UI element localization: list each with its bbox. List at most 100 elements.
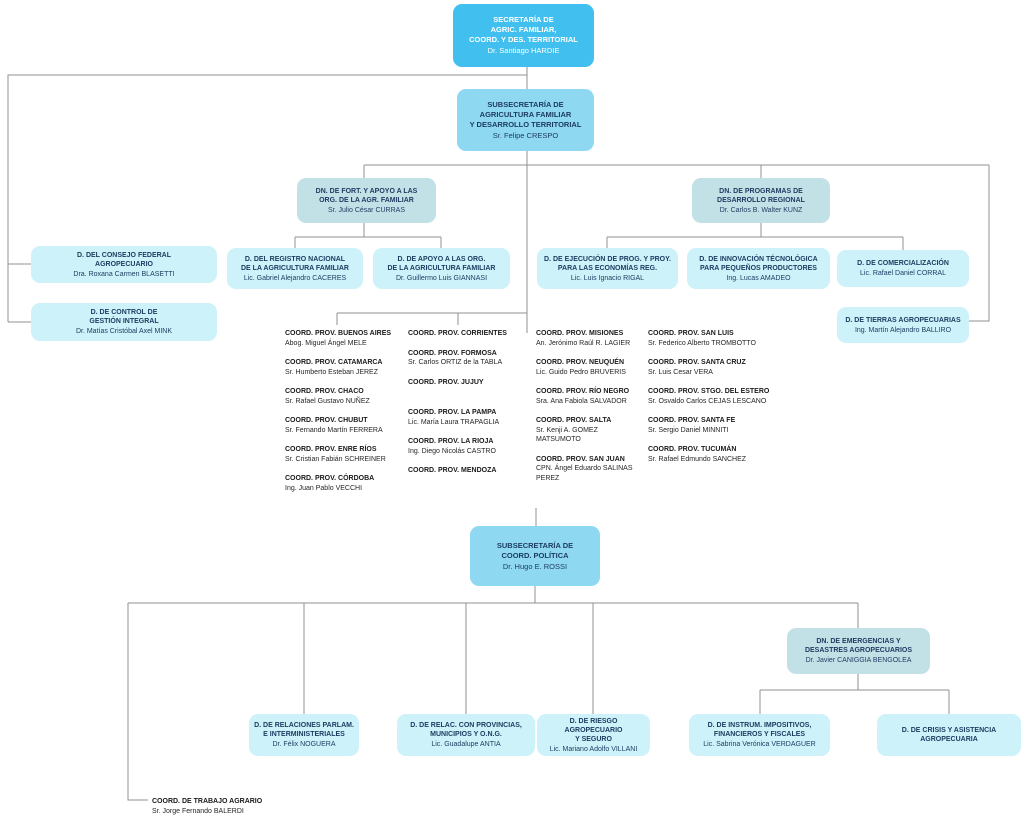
node-d-ejecucion-programas: D. DE EJECUCIÓN DE PROG. Y PROY. PARA LA… [537,248,678,289]
coordinator-title: COORD. PROV. SALTA [536,417,612,424]
node-d-tierras-agropecuarias: D. DE TIERRAS AGROPECUARIAS Ing. Martín … [837,307,969,343]
node-title: D. DEL CONSEJO FEDERAL AGROPECUARIO [77,251,171,268]
coordinator-title: COORD. DE TRABAJO AGRARIO [152,798,263,805]
node-title: D. DE TIERRAS AGROPECUARIAS [845,316,961,324]
node-person: Dr. Hugo E. ROSSI [502,561,568,571]
coordinator-entry: COORD. PROV. MISIONES An. Jerónimo Raúl … [536,329,658,348]
node-person: Sr. Felipe CRESPO [492,130,559,140]
node-d-comercializacion: D. DE COMERCIALIZACIÓN Lic. Rafael Danie… [837,250,969,287]
coordinator-name: Sr. Cristian Fabián SCHREINER [285,455,386,463]
node-dn-emergencias: DN. DE EMERGENCIAS Y DESASTRES AGROPECUA… [787,628,930,674]
node-person: Lic. Gabriel Alejandro CACERES [243,274,347,282]
coordinator-name: Sr. Rafael Gustavo NUÑEZ [285,397,370,405]
node-d-relaciones-parlamentarias: D. DE RELACIONES PARLAM. E INTERMINISTER… [249,714,359,756]
coordinator-name: Abog. Miguel Ángel MELE [285,339,367,347]
node-title: D. DE CONTROL DE GESTIÓN INTEGRAL [89,309,159,325]
node-title: D. DE EJECUCIÓN DE PROG. Y PROY. PARA LA… [544,255,671,272]
coordinator-name: Ing. Diego Nicolás CASTRO [408,447,496,455]
coordinator-title: COORD. PROV. STGO. DEL ESTERO [648,388,770,395]
coordinator-name: Sr. Osvaldo Carlos CEJAS LESCANO [648,397,767,405]
coordinator-name: CPN. Ángel Eduardo SALINAS PEREZ [536,465,633,482]
coord-column-1: COORD. PROV. BUENOS AIRES Abog. Miguel Á… [285,329,403,503]
coordinator-entry: COORD. PROV. CATAMARCA Sr. Humberto Este… [285,358,403,377]
coordinator-entry: COORD. PROV. CORRIENTES [408,329,526,339]
coordinator-entry: COORD. PROV. SANTA CRUZ Sr. Luis Cesar V… [648,358,780,377]
coordinator-entry: COORD. PROV. SALTA Sr. Kenji A. GOMEZ MA… [536,416,658,445]
node-dn-fortalecimiento: DN. DE FORT. Y APOYO A LAS ORG. DE LA AG… [297,178,436,223]
node-dn-programas-regional: DN. DE PROGRAMAS DE DESARROLLO REGIONAL … [692,178,830,223]
coordinator-title: COORD. PROV. FORMOSA [408,349,497,357]
coordinator-title: COORD. PROV. SAN LUIS [648,330,734,337]
coordinator-name: Sr. Sergio Daniel MINNITI [648,426,729,434]
node-d-relaciones-provincias: D. DE RELAC. CON PROVINCIAS, MUNICIPIOS … [397,714,535,756]
coordinator-entry: COORD. PROV. RÍO NEGRO Sra. Ana Fabiola … [536,387,658,406]
coordinator-name: Sr. Federico Alberto TROMBOTTO [648,339,756,347]
node-d-innovacion-tecnologica: D. DE INNOVACIÓN TÉCNOLÓGICA PARA PEQUEÑ… [687,248,830,289]
coordinator-name: Lic. Guido Pedro BRUVERIS [536,368,626,376]
coordinator-entry: COORD. PROV. CHUBUT Sr. Fernando Martín … [285,416,403,435]
coordinator-entry: COORD. PROV. CÓRDOBA Ing. Juan Pablo VEC… [285,474,403,493]
coordinator-title: COORD. PROV. SANTA FE [648,417,736,424]
coordinator-name: Ing. Juan Pablo VECCHI [285,484,363,492]
node-title: DN. DE PROGRAMAS DE DESARROLLO REGIONAL [717,187,805,204]
node-title: D. DE INSTRUM. IMPOSITIVOS, FINANCIEROS … [707,722,812,738]
coordinator-title: COORD. PROV. TUCUMÁN [648,446,737,453]
coordinator-title: COORD. PROV. LA PAMPA [408,409,497,416]
coordinator-title: COORD. PROV. MENDOZA [408,467,497,474]
coordinator-title: COORD. PROV. CATAMARCA [285,359,383,366]
node-person: Lic. Rafael Daniel CORRAL [860,270,946,277]
node-person: Dr. Santiago HARDIE [487,46,560,55]
node-person: Dr. Félix NOGUERA [272,741,336,748]
coord-column-3: COORD. PROV. MISIONES An. Jerónimo Raúl … [536,329,658,493]
node-person: Dr. Carlos B. Walter KUNZ [719,206,803,214]
coordinator-name: Sr. Jorge Fernando BALERDI [152,807,244,815]
coordinator-title: COORD. PROV. NEUQUÉN [536,359,625,366]
node-person: Lic. Guadalupe ANTIA [431,741,501,748]
coordinator-title: COORD. PROV. JUJUY [408,378,484,386]
node-subsecretaria-agricultura: SUBSECRETARÍA DE AGRICULTURA FAMILIAR Y … [457,89,594,151]
node-person: Dr. Matías Cristóbal Axel MINK [75,328,173,335]
coord-column-2: COORD. PROV. CORRIENTES COORD. PROV. FOR… [408,329,526,486]
node-person: Lic. Mariano Adolfo VILLANI [549,745,638,753]
coordinator-name: Sr. Fernando Martín FERRERA [285,426,383,434]
node-d-control-gestion: D. DE CONTROL DE GESTIÓN INTEGRAL Dr. Ma… [31,303,217,341]
coordinator-title: COORD. PROV. CORRIENTES [408,330,507,337]
node-person: Dr. Guillermo Luis GIANNASI [395,274,488,282]
node-d-instrumentos-impositivos: D. DE INSTRUM. IMPOSITIVOS, FINANCIEROS … [689,714,830,756]
coordinator-name: Sr. Rafael Edmundo SANCHEZ [648,455,747,463]
node-title: D. DE CRISIS Y ASISTENCIA AGROPECUARIA [901,727,997,743]
node-title: D. DE COMERCIALIZACIÓN [857,260,949,267]
coordinator-entry: COORD. PROV. SAN LUIS Sr. Federico Alber… [648,329,780,348]
node-person: Ing. Lucas AMADEO [726,274,791,282]
node-person: Ing. Martín Alejandro BALLIRO [854,326,952,334]
node-title: D. DE RELAC. CON PROVINCIAS, MUNICIPIOS … [410,722,522,738]
coordinator-title: COORD. PROV. SAN JUAN [536,455,625,463]
coordinator-title: COORD. PROV. RÍO NEGRO [536,388,630,395]
node-title: SUBSECRETARÍA DE AGRICULTURA FAMILIAR Y … [469,99,582,129]
coordinator-entry: COORD. PROV. CHACO Sr. Rafael Gustavo NU… [285,387,403,406]
coordinator-title: COORD. PROV. CÓRDOBA [285,475,375,482]
coordinator-title: COORD. PROV. CHUBUT [285,417,368,424]
node-d-registro-nacional: D. DEL REGISTRO NACIONAL DE LA AGRICULTU… [227,248,363,289]
node-title: DN. DE FORT. Y APOYO A LAS ORG. DE LA AG… [315,187,418,204]
node-person: Lic. Luis Ignacio RIGAL [570,274,645,282]
node-person: Dra. Roxana Carmen BLASETTI [73,270,175,278]
coordinator-entry: COORD. PROV. FORMOSA Sr. Carlos ORTIZ de… [408,349,526,368]
coordinator-entry: COORD. PROV. SANTA FE Sr. Sergio Daniel … [648,416,780,435]
node-subsecretaria-coord-politica: SUBSECRETARÍA DE COORD. POLÍTICA Dr. Hug… [470,526,600,586]
coordinator-name: Sra. Ana Fabiola SALVADOR [536,397,627,405]
node-d-riesgo-seguro: D. DE RIESGO AGROPECUARIO Y SEGURO Lic. … [537,714,650,756]
coordinator-title: COORD. PROV. ENRE RÍOS [285,446,377,453]
node-title: DN. DE EMERGENCIAS Y DESASTRES AGROPECUA… [804,638,913,654]
node-title: D. DE RIESGO AGROPECUARIO Y SEGURO [564,717,623,743]
coordinator-entry: COORD. PROV. BUENOS AIRES Abog. Miguel Á… [285,329,403,348]
node-title: D. DEL REGISTRO NACIONAL DE LA AGRICULTU… [241,255,349,272]
coordinator-entry: COORD. PROV. LA PAMPA Lic. María Laura T… [408,408,526,427]
coordinator-entry: COORD. PROV. LA RIOJA Ing. Diego Nicolás… [408,437,526,456]
node-d-crisis-asistencia: D. DE CRISIS Y ASISTENCIA AGROPECUARIA [877,714,1021,756]
node-secretaria: SECRETARÍA DE AGRIC. FAMILIAR, COORD. Y … [453,4,594,67]
node-title: D. DE INNOVACIÓN TÉCNOLÓGICA PARA PEQUEÑ… [699,255,818,272]
node-title: D. DE RELACIONES PARLAM. E INTERMINISTER… [254,722,354,738]
